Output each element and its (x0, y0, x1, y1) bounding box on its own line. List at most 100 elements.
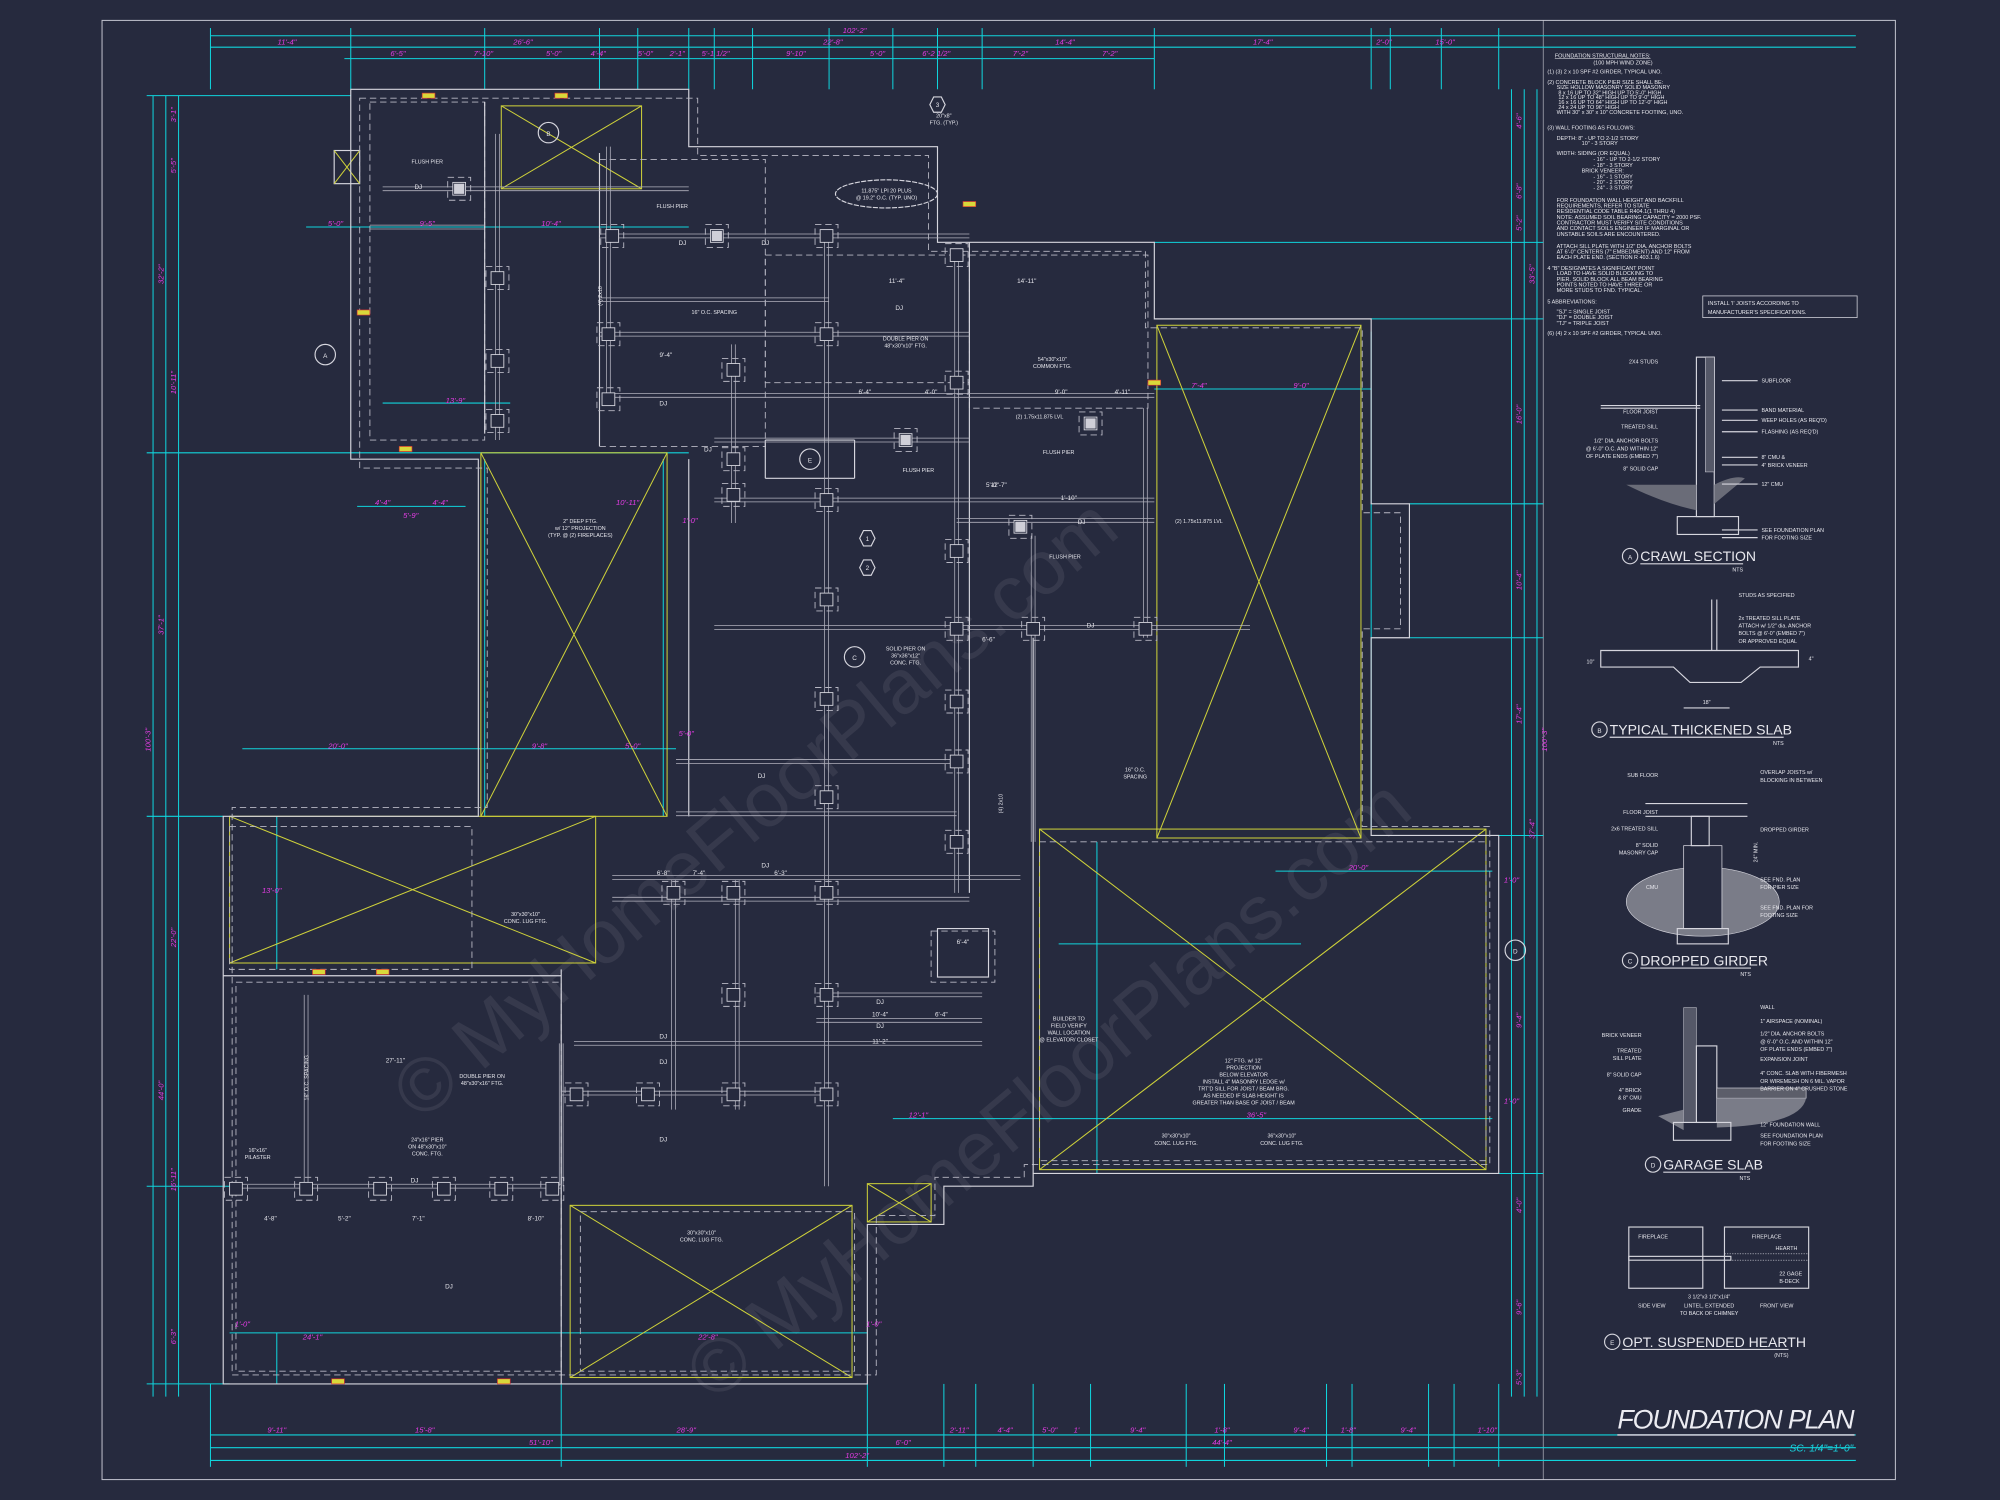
title-block: FOUNDATION PLAN SC. 1/4"=1'-0" (1617, 1405, 1855, 1455)
dim-bottom-row1: 28'-9" (675, 1425, 696, 1434)
pier (819, 493, 834, 507)
note-tag-number: 1 (866, 536, 870, 543)
lug-footing-note: 30"x30"x10" (1162, 1134, 1191, 1140)
pier (949, 248, 964, 262)
grid-marker-e (799, 448, 821, 470)
flush-pier-label: FLUSH PIER (1049, 555, 1081, 561)
dim-bottom-row1: 9'-11" (267, 1425, 286, 1434)
note-line: "DJ" = DOUBLE JOIST (1557, 315, 1614, 321)
dim-top-row3: 2'-1" (669, 49, 686, 58)
pier (819, 886, 834, 900)
dim-interior: 5'-0" (625, 742, 641, 751)
flush-pier-label: FLUSH PIER (412, 159, 444, 165)
pier-footing (485, 266, 510, 290)
grid-marker-d (1504, 939, 1527, 962)
pier-footing (814, 587, 839, 612)
detail-nts: NTS (1732, 567, 1743, 573)
pier-footing (224, 1176, 248, 1201)
detail-title: GARAGE SLAB (1663, 1157, 1763, 1173)
elevator-footing-note: TRT'D SILL FOR JOIST / BEAM BRG. (1198, 1087, 1289, 1093)
pier-footing-note: ON 48"x30"x10" (408, 1145, 446, 1151)
dim-interior: 10'-11" (616, 498, 639, 507)
pier-footing (944, 539, 969, 563)
callout-box (1702, 295, 1858, 318)
dim-right: 10'-4" (1515, 570, 1524, 590)
dim-left: 22'-0" (169, 927, 178, 948)
note-tag-number: 3 (936, 102, 940, 109)
detail-nts: NTS (1740, 972, 1751, 978)
detail-label: FOOTING SIZE (1760, 913, 1798, 919)
dim-left: 100'-3" (144, 728, 153, 752)
detail-label: 18" (1703, 700, 1711, 706)
plan-dimension: 14'-11" (1017, 278, 1036, 285)
open-area-diagonal (229, 815, 596, 964)
foundation-wall-outer (222, 88, 1500, 1385)
dim-bottom-row1: 4'-4" (997, 1425, 1013, 1434)
plan-dimension: 11'-4" (889, 278, 905, 285)
detail-label: 4" BRICK VENEER (1761, 463, 1807, 469)
note-line: 12 x 16 UP TO 48" HIGH UP TO 9'-0" HIGH (1558, 95, 1664, 101)
dj-label: DJ (659, 401, 667, 408)
hearth-deck (1724, 1253, 1809, 1261)
note-line: WITH 30" x 30" x 10" CONCRETE FOOTING, U… (1557, 110, 1684, 116)
joist-spacing-note: 16" O.C. SPACING (305, 1055, 311, 1100)
dim-right: 4'-0" (1515, 1197, 1524, 1213)
detail-tag-circle (1621, 952, 1639, 969)
detail-label: GRADE (1623, 1108, 1642, 1114)
dim-interior: 1'-0" (866, 1320, 882, 1329)
detail-label: DROPPED GIRDER (1760, 828, 1809, 834)
detail-nts: NTS (1740, 1176, 1751, 1182)
pier-footing (721, 357, 746, 382)
callout-line-2: MANUFACTURER'S SPECIFICATIONS. (1708, 310, 1807, 316)
pier (1138, 621, 1153, 636)
grid-marker-label: C (852, 655, 857, 662)
note-line: RESIDENTIAL CODE TABLE R404.1(1 THRU 4) (1557, 209, 1676, 215)
dim-top-row2: 14'-4" (1055, 38, 1075, 47)
open-area-outline (866, 1183, 932, 1223)
pier-footing (944, 243, 969, 268)
dim-bottom-row1: 2'-11" (949, 1425, 969, 1434)
detail-label: 22 GAGE (1779, 1272, 1802, 1278)
dj-label: DJ (659, 1137, 667, 1144)
pier-footing (294, 1176, 319, 1201)
dim-right: 4'-6" (1515, 113, 1524, 129)
pier-footing (368, 1176, 393, 1201)
pier-footing (944, 370, 969, 395)
dj-label: DJ (761, 240, 769, 247)
detail-label: 2x TREATED SILL PLATE (1739, 616, 1801, 622)
dj-label: DJ (876, 999, 884, 1006)
detail-label: 8" SOLID CAP (1607, 1073, 1642, 1079)
detail-label: WALL (1760, 1005, 1774, 1011)
detail-label: BAND MATERIAL (1761, 408, 1804, 414)
pier (229, 1181, 243, 1196)
plan-dimension: 8'-10" (528, 1216, 544, 1223)
dim-top-row3: 6'-2 1/2" (922, 49, 950, 58)
dim-top-row3: 7'-10" (474, 49, 494, 58)
elevator-pit (936, 927, 990, 978)
foundation-vent (421, 92, 436, 99)
grid-marker-label: D (1513, 948, 1518, 955)
dim-interior: 4'-4" (375, 498, 391, 507)
pier-footing (704, 224, 729, 248)
plan-dimension: 1'-10" (1061, 495, 1077, 502)
detail-label: FOR PIER SIZE (1760, 885, 1799, 891)
grid-marker-label: A (323, 353, 328, 360)
detail-label: 4" BRICK (1619, 1088, 1642, 1094)
plan-dimension: 4'-0" (925, 389, 938, 396)
pier-footing (944, 829, 969, 854)
detail-label: FRONT VIEW (1760, 1303, 1794, 1309)
detail-label: STUDS AS SPECIFIED (1739, 593, 1795, 599)
detail-label: EXPANSION JOINT (1760, 1057, 1808, 1063)
pier (490, 354, 505, 368)
grid-marker-a (314, 343, 337, 366)
dim-left: 3'-1" (169, 107, 178, 123)
foundation-walls (222, 88, 1500, 1385)
pier (949, 375, 964, 390)
note-line: AND CONTACT SOILS ENGINEER IF MARGINAL O… (1557, 226, 1690, 232)
drawing-title: FOUNDATION PLAN (1617, 1405, 1855, 1435)
detail-tag: C (1628, 959, 1633, 966)
dim-top-row2: 22'-8" (822, 38, 843, 47)
plan-dimension: 12'-7" (991, 482, 1007, 489)
